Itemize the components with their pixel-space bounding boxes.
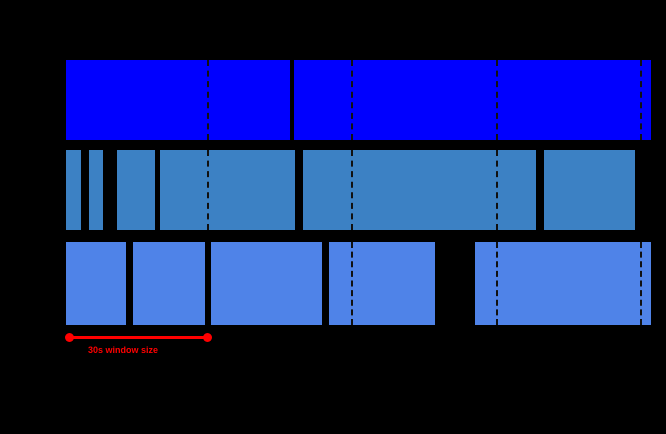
row-3-segment-2 [133,242,205,325]
row-2-segment-4 [160,150,295,230]
row-2-segment-5 [303,150,536,230]
row-3-segment-4 [329,242,435,325]
row-2-segment-6 [544,150,635,230]
row-3-segment-5 [475,242,651,325]
window-size-bracket-line [69,336,207,339]
row-2-segment-3 [117,150,155,230]
row-2-segment-2 [89,150,103,230]
window-size-bracket-cap-left [65,333,74,342]
row-1-segment-1 [66,60,290,140]
row-1-segment-2 [294,60,651,140]
row-3-segment-3 [211,242,322,325]
window-size-bracket-cap-right [203,333,212,342]
row-2-segment-1 [66,150,81,230]
row-3-segment-1 [66,242,126,325]
window-size-label: 30s window size [88,345,159,355]
